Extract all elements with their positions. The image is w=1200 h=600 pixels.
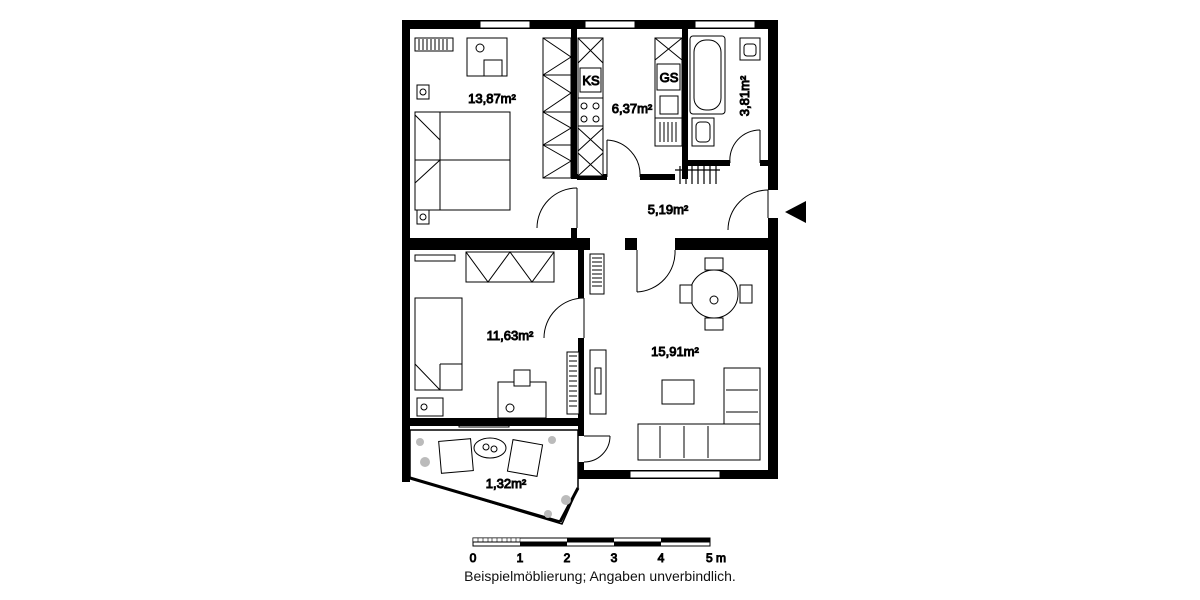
disclaimer-text: Beispielmöblierung; Angaben unverbindlic… <box>464 568 736 584</box>
room-area-childroom: 11,63m² <box>487 328 534 343</box>
scale-bar <box>472 537 711 547</box>
doors <box>536 129 769 463</box>
balcony <box>409 429 580 525</box>
childroom-furniture <box>414 251 605 419</box>
scale-tick-3: 3 <box>611 551 618 565</box>
room-area-hallway: 5,19m² <box>648 202 689 217</box>
scale-tick-2: 2 <box>564 551 571 565</box>
room-area-balcony: 1,32m² <box>486 476 527 491</box>
bathroom-furniture <box>689 35 761 147</box>
room-area-bathroom: 3,81m² <box>737 75 752 116</box>
fridge-label: KS <box>582 73 600 88</box>
interior-walls <box>410 29 768 478</box>
room-area-living: 15,91m² <box>651 344 699 359</box>
living-furniture <box>589 257 761 461</box>
dishwasher-label: GS <box>660 70 679 85</box>
room-area-bedroom: 13,87m² <box>468 91 516 106</box>
scale-tick-0: 0 <box>470 551 477 565</box>
room-area-kitchen: 6,37m² <box>612 101 653 116</box>
scale-tick-4: 4 <box>658 551 665 565</box>
kitchen-furniture <box>577 37 720 184</box>
scale-tick-5: 5 m <box>706 551 726 565</box>
bedroom-furniture <box>414 37 572 225</box>
scale-tick-1: 1 <box>517 551 524 565</box>
entrance-arrow-icon <box>785 201 806 223</box>
